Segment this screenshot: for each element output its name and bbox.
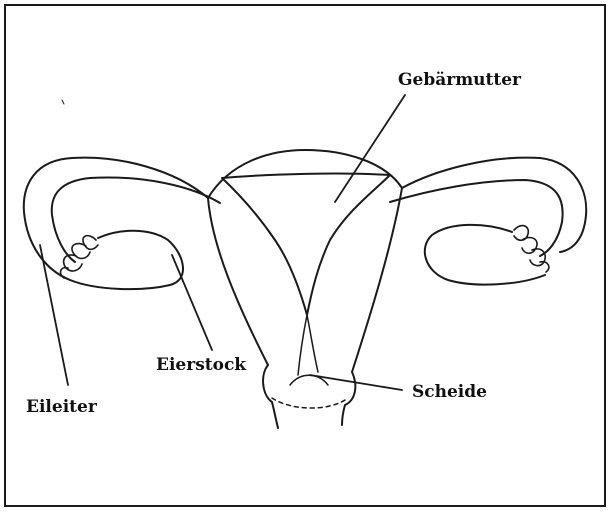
fallopian-tube-label: Eileiter [26,397,97,417]
vagina-opening-dashed [272,398,345,408]
right-ovary [425,225,545,285]
cervical-canal [298,315,318,375]
ovary-leader-line [172,255,212,350]
stray-mark [62,100,64,104]
vagina-left-wall [263,365,278,428]
uterus-body-right [352,188,402,372]
uterus-label: Gebärmutter [398,70,521,90]
left-fallopian-tube-inner [52,177,220,262]
uterus-leader-line [335,95,405,202]
uterus-body-left [208,198,268,365]
vagina-label: Scheide [412,382,487,402]
uterine-cavity [222,174,390,315]
ovary-label: Eierstock [156,355,246,375]
right-fimbriae [514,226,549,272]
left-fimbriae [61,236,98,278]
